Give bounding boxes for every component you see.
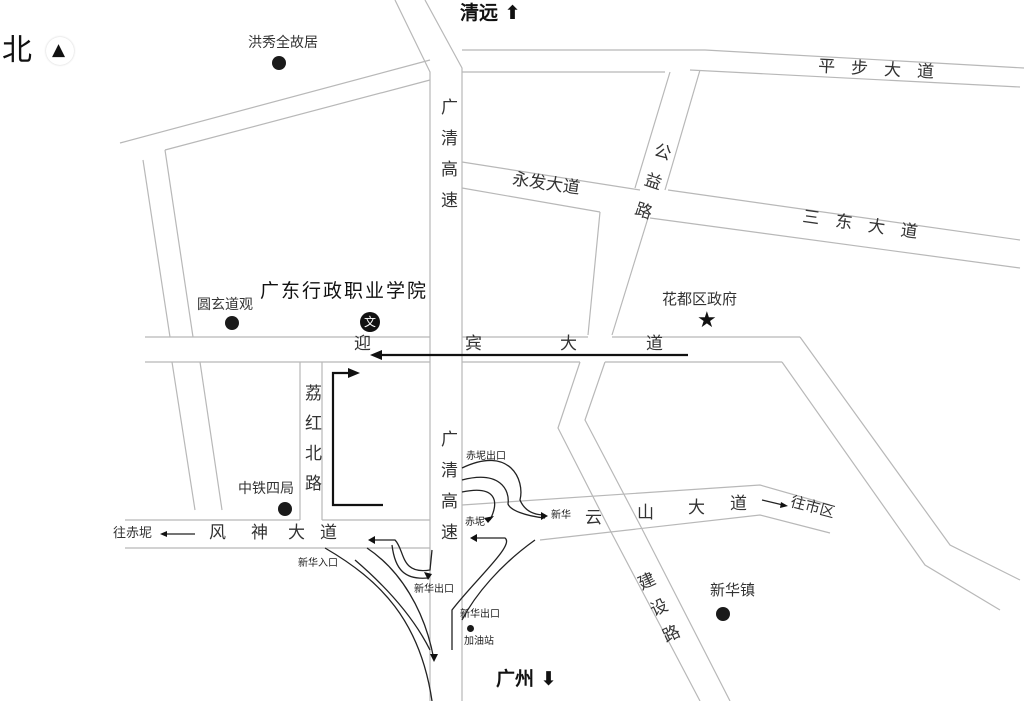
direction-qingyuan-label: 清远	[460, 2, 499, 24]
road-label-lihong-north: 荔红北路	[301, 384, 321, 504]
road-label-fengshen-2: 神	[251, 523, 268, 543]
direction-guangzhou-label: 广州	[496, 668, 535, 690]
north-icon: ▲	[52, 40, 66, 60]
road-label-yunshan-1: 云	[585, 508, 602, 528]
road-label-fengshen-4: 道	[320, 523, 337, 543]
poi-marker-zhongtie[interactable]	[278, 502, 292, 516]
yingbin-arrowhead	[370, 350, 382, 360]
ramp-label-chini: 赤坭	[465, 517, 485, 528]
ramp-label-xinhua-entrance: 新华入口	[298, 558, 338, 569]
ramp-arrowhead-xinhua-east	[541, 512, 548, 520]
expressway-west-edge	[394, 0, 431, 701]
to-chini-arrowhead	[160, 531, 167, 537]
direction-qingyuan: 清远 ⬆	[460, 4, 521, 23]
ramp-xinhua-entrance-2	[366, 547, 435, 661]
down-arrow-icon: ⬇	[540, 668, 557, 690]
road-label-yunshan-2: 山	[637, 503, 654, 523]
up-arrow-icon: ⬆	[504, 2, 521, 24]
northwest-road-north	[119, 59, 431, 144]
ramp-east-loop	[451, 537, 508, 650]
to-city-arrow-line	[761, 499, 784, 506]
lihong-arrow-line	[331, 371, 383, 507]
jianshe-road-east-edge	[584, 361, 731, 701]
yongfa-road-south-edge	[461, 187, 601, 213]
poi-label-district-gov: 花都区政府	[662, 290, 738, 308]
to-city-arrowhead	[780, 502, 788, 508]
sandong-road-north-edge	[667, 189, 1021, 241]
ramp-label-chini-exit: 赤坭出口	[466, 451, 506, 462]
ramp-arrowhead-chini	[484, 516, 494, 523]
poi-marker-yuanxuan[interactable]	[225, 316, 239, 330]
gongyi-road-west-edge	[587, 71, 671, 336]
jianshe-road-west-edge	[557, 361, 701, 701]
west-road-1	[142, 159, 196, 511]
ramp-chini-exit-outer	[461, 459, 546, 516]
ramp-chini	[461, 489, 496, 521]
poi-marker-gas-station[interactable]	[467, 625, 474, 632]
road-label-yingbin-2: 宾	[465, 334, 482, 354]
poi-label-zhongtie: 中铁四局	[238, 481, 294, 497]
road-label-yingbin-1: 迎	[354, 334, 371, 354]
yongfa-road-north-edge	[461, 161, 641, 191]
expressway-east-edge	[424, 0, 463, 701]
ramp-label-xinhua-east: 新华	[551, 510, 571, 521]
road-label-yingbin-4: 道	[646, 334, 663, 354]
ramp-arrowhead-west	[368, 536, 375, 544]
poi-label-hongxiuquan: 洪秀全故居	[248, 35, 318, 51]
poi-label-gas-station: 加油站	[464, 636, 494, 647]
road-label-fengshen-3: 大	[288, 523, 305, 543]
north-label: 北	[2, 33, 32, 68]
ramp-xinhua-entrance-3	[354, 559, 431, 651]
road-label-guangqing-north: 广清高速	[437, 98, 457, 222]
lihong-arrowhead	[348, 368, 360, 378]
yunshan-road-north-edge	[461, 484, 831, 506]
road-label-yunshan-4: 道	[730, 494, 747, 514]
ramp-xinhua-entrance-1	[324, 547, 433, 701]
ramp-arrowhead-south	[430, 654, 438, 662]
road-label-fengshen-1: 风	[209, 523, 226, 543]
poi-label-college: 广东行政职业学院	[260, 280, 429, 302]
east-road-2	[781, 361, 1001, 611]
northwest-road-south	[164, 79, 431, 151]
direction-guangzhou: 广州 ⬇	[496, 670, 557, 689]
ramp-west-loop	[370, 539, 433, 572]
gongyi-road-east-edge	[611, 69, 701, 336]
ramp-arrowhead-xinhua-exit	[424, 572, 432, 580]
ramp-west-loop-2	[391, 544, 429, 579]
college-marker-icon[interactable]: 文	[360, 312, 380, 332]
ramp-east-loop-2	[461, 539, 536, 621]
road-label-yunshan-3: 大	[688, 498, 705, 518]
west-road-2	[164, 149, 223, 511]
east-road-1	[799, 336, 1021, 581]
road-label-yingbin-3: 大	[560, 334, 577, 354]
destination-to-chini: 往赤坭	[113, 526, 153, 541]
poi-marker-hongxiuquan[interactable]	[272, 56, 286, 70]
ramp-chini-exit-inner	[461, 476, 546, 519]
sandong-road-south-edge	[649, 217, 1021, 269]
pingbu-road-north-edge	[462, 49, 1024, 69]
yunshan-road-south-edge	[539, 514, 831, 541]
road-label-guangqing-south: 广清高速	[437, 430, 457, 554]
poi-marker-xinhua-town[interactable]	[716, 607, 730, 621]
ramp-arrowhead-east	[470, 534, 477, 542]
district-gov-star-icon[interactable]: ★	[697, 308, 717, 333]
ramp-label-xinhua-exit-left: 新华出口	[414, 584, 454, 595]
north-arrow-icon: ▲	[46, 37, 74, 65]
pingbu-road-south-edge-east	[689, 69, 1021, 88]
ramp-label-xinhua-exit-right: 新华出口	[460, 609, 500, 620]
poi-label-xinhua-town: 新华镇	[710, 581, 756, 599]
poi-label-yuanxuan: 圆玄道观	[197, 297, 253, 313]
